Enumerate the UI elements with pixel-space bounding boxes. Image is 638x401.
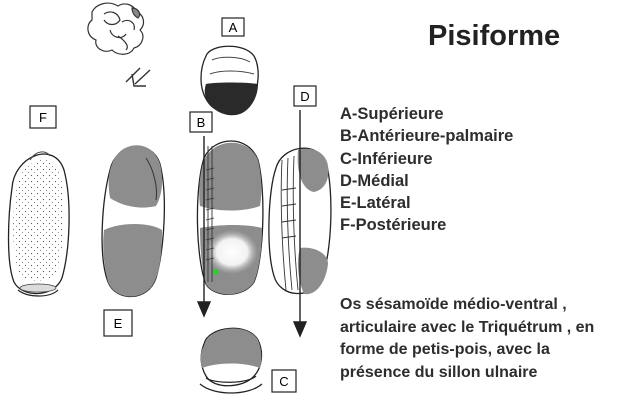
label-box-f: F bbox=[30, 106, 56, 128]
view-f-posterior bbox=[9, 152, 70, 296]
view-e-lateral bbox=[102, 145, 164, 296]
label-c: C bbox=[279, 374, 288, 389]
label-b: B bbox=[197, 115, 206, 130]
description-line: Os sésamoïde médio-ventral , bbox=[340, 294, 636, 317]
view-b-anterior bbox=[197, 141, 263, 294]
carpal-bones-sketch bbox=[88, 3, 144, 54]
label-box-e: E bbox=[104, 310, 132, 336]
label-d: D bbox=[300, 89, 309, 104]
legend-item-b: B-Antérieure-palmaire bbox=[340, 125, 513, 147]
label-box-b: B bbox=[190, 112, 212, 132]
legend-item-e: E-Latéral bbox=[340, 192, 513, 214]
description-line: forme de petis-pois, avec la bbox=[340, 339, 636, 362]
view-a-superior bbox=[201, 46, 258, 115]
page-title: Pisiforme bbox=[428, 20, 560, 53]
legend-item-f: F-Postérieure bbox=[340, 214, 513, 236]
label-box-c: C bbox=[272, 370, 296, 392]
legend-item-c: C-Inférieure bbox=[340, 148, 513, 170]
legend-item-d: D-Médial bbox=[340, 170, 513, 192]
views-legend: A-Supérieure B-Antérieure-palmaire C-Inf… bbox=[340, 103, 513, 237]
legend-item-a: A-Supérieure bbox=[340, 103, 513, 125]
description-line: articulaire avec le Triquétrum , en bbox=[340, 317, 636, 340]
view-arrow-icon bbox=[126, 68, 150, 86]
label-a: A bbox=[229, 20, 238, 35]
label-box-d: D bbox=[294, 86, 316, 106]
label-f: F bbox=[39, 110, 47, 125]
view-c-inferior bbox=[200, 328, 262, 393]
description-line: présence du sillon ulnaire bbox=[340, 362, 636, 385]
description: Os sésamoïde médio-ventral , articulaire… bbox=[340, 294, 636, 384]
label-box-a: A bbox=[222, 18, 244, 36]
label-e: E bbox=[114, 316, 123, 331]
